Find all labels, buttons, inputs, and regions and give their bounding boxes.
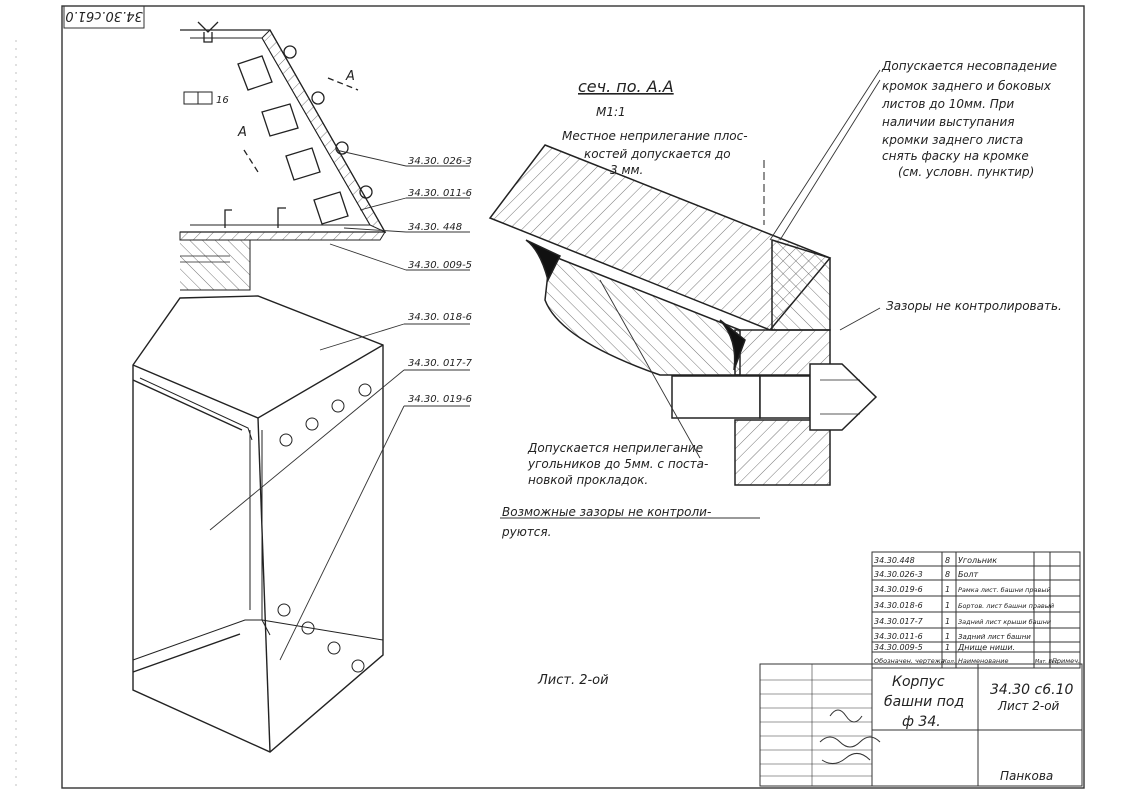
note-possible-gaps-line-2: руются.: [501, 525, 551, 539]
top-left-detail: [179, 21, 387, 291]
parts-table-grid: [871, 551, 1081, 669]
note-possible-gaps-line-1: Возможные зазоры не контроли-: [502, 505, 711, 519]
row-name: Задний лист башни: [958, 633, 1031, 641]
row-qty: 1: [945, 617, 950, 626]
title-code: 34.30 c6.10: [990, 682, 1073, 698]
note-tolerance: Допускается несовпадение кромок заднего …: [881, 59, 1057, 179]
note-local-fit-line-3: 3 мм.: [610, 163, 643, 177]
row-qty: 1: [945, 643, 950, 652]
note-tolerance-line-4: наличии выступания: [882, 115, 1014, 129]
section-view: [488, 144, 878, 486]
sheet-border: [61, 5, 1085, 789]
row-name: Угольник: [958, 556, 997, 565]
callout-part-6: 34.30. 017-7: [408, 358, 473, 369]
header-material: Мат. Вес: [1035, 659, 1058, 665]
table-row: 34.30.026-3 8 Болт: [874, 570, 978, 579]
row-designation: 34.30.448: [874, 556, 915, 565]
note-gasket-line-2: угольников до 5мм. с поста-: [527, 457, 708, 471]
table-row: 34.30.009-5 1 Днище ниши.: [874, 643, 1015, 652]
corner-code: 34.30.c61.0: [65, 8, 142, 23]
row-designation: 34.30.019-6: [874, 585, 923, 594]
title-line-2: башни под: [884, 694, 964, 710]
row-qty: 8: [945, 570, 950, 579]
note-local-fit-line-2: костей допускается до: [584, 147, 731, 161]
table-row: 34.30.017-7 1 Задний лист крыши башни: [874, 617, 1051, 626]
note-gasket: Допускается неприлегание угольников до 5…: [527, 441, 708, 487]
row-qty: 1: [945, 601, 950, 610]
note-gasket-line-1: Допускается неприлегание: [527, 441, 703, 455]
note-possible-gaps: Возможные зазоры не контроли- руются.: [501, 505, 711, 539]
header-designation: Обозначен. чертежа: [874, 657, 945, 665]
row-qty: 8: [945, 556, 950, 565]
section-mark-lower: А: [237, 125, 247, 140]
table-row: 34.30.448 8 Угольник: [874, 556, 997, 565]
row-designation: 34.30.017-7: [874, 617, 924, 626]
note-tolerance-line-5: кромки заднего листа: [882, 133, 1023, 147]
header-name: Наименование: [958, 657, 1009, 665]
callout-part-2: 34.30. 011-6: [408, 188, 472, 199]
weld-symbol: 16: [183, 91, 229, 106]
row-name: Болт: [958, 570, 978, 579]
row-designation: 34.30.018-6: [874, 601, 923, 610]
note-tolerance-line-3: листов до 10мм. При: [881, 97, 1014, 111]
signature-scribbles: [819, 709, 881, 764]
isometric-box: [132, 295, 384, 753]
signature-name: Панкова: [1000, 769, 1053, 783]
weld-symbol-label: 16: [216, 95, 229, 106]
note-tolerance-line-6: снять фаску на кромке: [882, 149, 1029, 163]
row-designation: 34.30.026-3: [874, 570, 923, 579]
table-row: 34.30.019-6 1 Рамка лист. башни правый: [874, 585, 1051, 594]
corner-code-box: 34.30.c61.0: [63, 5, 145, 29]
sheet-note: Лист. 2-ой: [537, 673, 609, 688]
callout-part-1: 34.30. 026-3: [408, 156, 472, 167]
section-scale: М1:1: [596, 105, 626, 119]
parts-table: 34.30.448 8 Угольник 34.30.026-3 8 Болт …: [874, 556, 1080, 665]
note-local-fit: Местное неприлегание плос- костей допуск…: [562, 129, 748, 177]
callout-part-3: 34.30. 448: [408, 222, 462, 233]
row-qty: 1: [945, 632, 950, 641]
row-name: Задний лист крыши башни: [958, 618, 1051, 626]
header-qty: Кол.: [943, 659, 956, 665]
note-leaders: [500, 69, 881, 519]
row-name: Днище ниши.: [957, 643, 1015, 652]
callout-leaders-top: [329, 149, 470, 271]
note-tolerance-line-7: (см. условн. пунктир): [898, 165, 1034, 179]
row-designation: 34.30.011-6: [874, 632, 923, 641]
section-title: сеч. по. А.А: [578, 77, 674, 96]
section-mark-upper: А: [345, 69, 355, 84]
note-tolerance-line-2: кромок заднего и боковых: [882, 79, 1052, 93]
table-row: 34.30.011-6 1 Задний лист башни: [874, 632, 1031, 641]
note-local-fit-line-1: Местное неприлегание плос-: [562, 129, 748, 143]
row-name: Рамка лист. башни правый: [958, 586, 1051, 594]
callout-part-5: 34.30. 018-6: [408, 312, 472, 323]
callout-part-7: 34.30. 019-6: [408, 394, 472, 405]
title-block: Корпус башни под ф 34. 34.30 c6.10 Лист …: [884, 674, 1073, 783]
row-name: Бортов. лист башни правый: [958, 602, 1054, 610]
table-row: 34.30.018-6 1 Бортов. лист башни правый: [874, 601, 1054, 610]
callout-part-4: 34.30. 009-5: [408, 260, 472, 271]
table-header: Обозначен. чертежа Кол. Наименование Мат…: [874, 657, 1080, 665]
row-designation: 34.30.009-5: [874, 643, 923, 652]
note-gaps: Зазоры не контролировать.: [886, 299, 1062, 313]
note-tolerance-line-1: Допускается несовпадение: [881, 59, 1057, 73]
callout-leaders-box: [209, 323, 470, 661]
title-line-1: Корпус: [892, 674, 945, 690]
row-qty: 1: [945, 585, 950, 594]
title-line-3: ф 34.: [902, 714, 941, 730]
header-note: Примеч.: [1052, 657, 1080, 665]
note-gasket-line-3: новкой прокладок.: [528, 473, 648, 487]
title-sheet: Лист 2-ой: [997, 699, 1060, 713]
title-block-grid: [759, 663, 1083, 787]
